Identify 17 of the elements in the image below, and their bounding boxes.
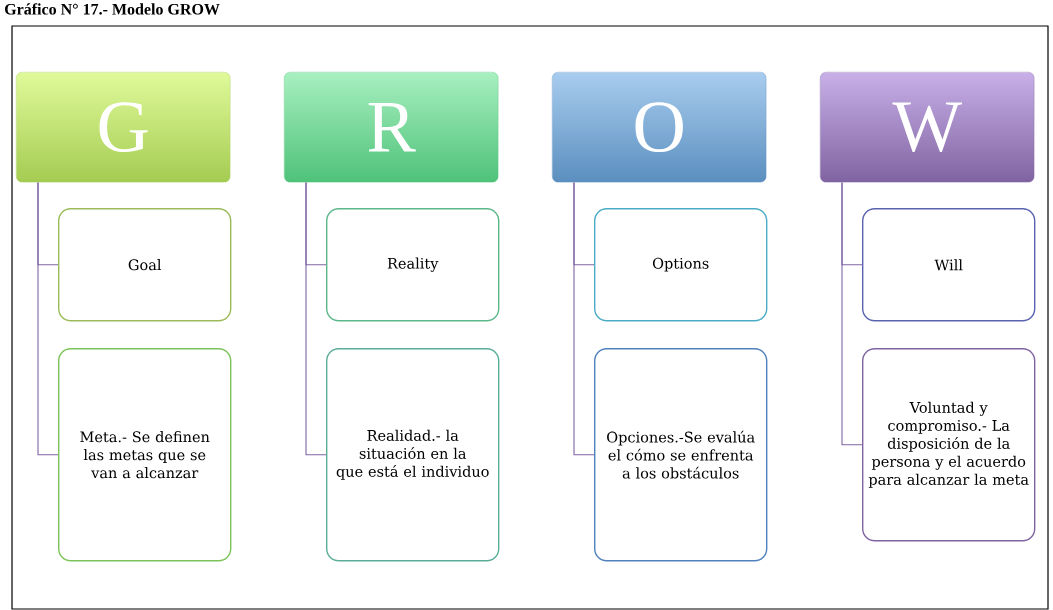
connector-line <box>37 181 59 456</box>
text-box: Meta.- Se definen las metas que se van a alcanzar <box>58 348 232 562</box>
header-box: G <box>16 72 231 183</box>
text-box: Reality <box>326 208 500 322</box>
text-box: Opciones.-Se evalúa el cómo se enfrenta a los obstáculos <box>594 348 768 562</box>
text-box: Goal <box>58 208 232 322</box>
header-box: R <box>284 72 499 183</box>
text-box: Will <box>862 208 1036 322</box>
connector-line <box>573 181 595 456</box>
connector-line <box>841 181 863 446</box>
figure-title: Gráfico N° 17.- Modelo GROW <box>5 3 220 15</box>
header-box: W <box>820 72 1035 183</box>
connector-line <box>305 181 327 456</box>
header-box: O <box>552 72 767 183</box>
text-box: Options <box>594 208 768 322</box>
text-box: Realidad.- la situación en la que está el individuo <box>326 348 500 562</box>
text-box: Voluntad y compromiso.- La disposición de la persona y el acuerdo para alcanzar la meta <box>862 348 1036 542</box>
